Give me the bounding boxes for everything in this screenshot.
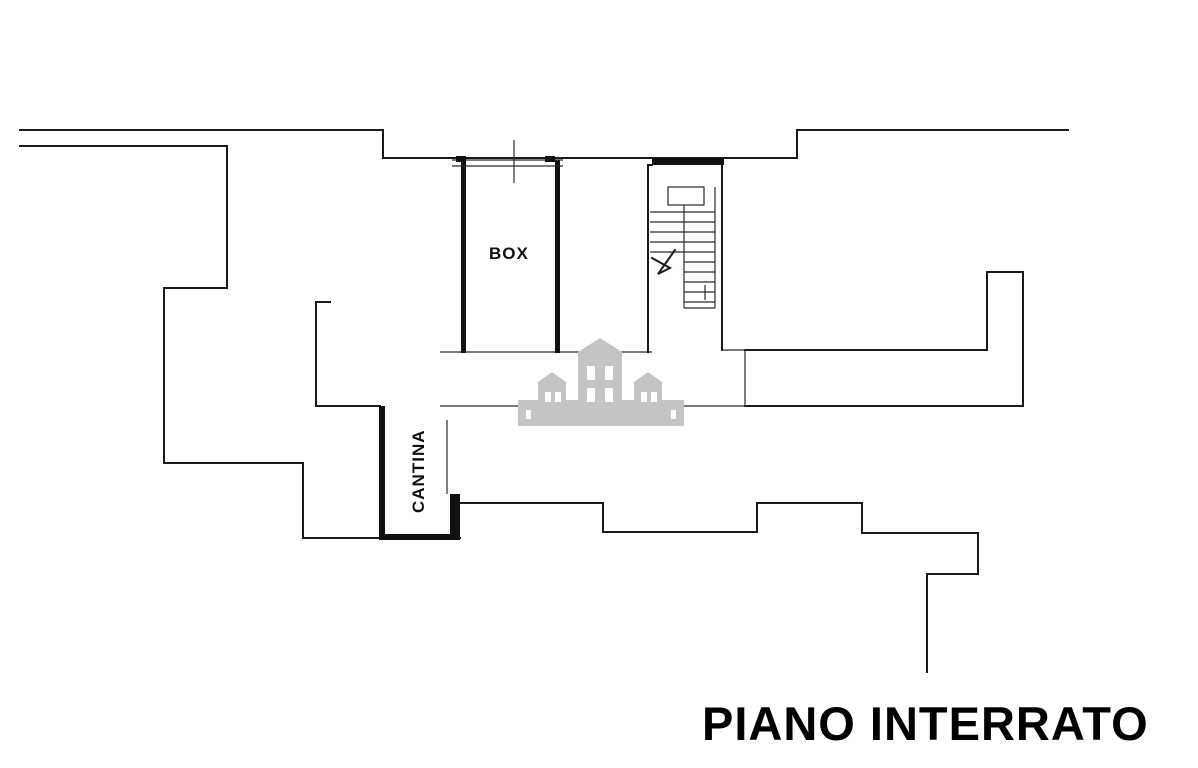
cantina-label: CANTINA xyxy=(409,430,428,514)
box-room: BOX xyxy=(452,140,563,353)
cantina-room: CANTINA xyxy=(379,406,460,540)
box-label: BOX xyxy=(489,244,529,263)
box-door-jamb-right xyxy=(545,156,555,162)
box-right-wall xyxy=(555,160,560,353)
left-stepped-wall xyxy=(19,145,461,539)
corridor-left-wall xyxy=(315,301,381,407)
cantina-right-wall-lower xyxy=(450,494,460,540)
cantina-bottom-wall xyxy=(379,534,460,540)
right-inner-wall xyxy=(744,271,988,351)
cantina-left-wall xyxy=(379,406,385,540)
stair-top-wall xyxy=(652,158,724,165)
right-partition-wall xyxy=(744,271,1024,407)
plan-title: PIANO INTERRATO xyxy=(702,697,1149,750)
box-door-jamb-left xyxy=(456,156,466,162)
watermark-logo xyxy=(518,338,684,426)
box-left-wall xyxy=(461,160,466,353)
outer-walls xyxy=(19,129,1069,673)
stair-core xyxy=(647,158,724,353)
stair-left-wall xyxy=(647,164,653,353)
bottom-stepped-wall xyxy=(457,502,979,673)
top-boundary-wall xyxy=(19,129,1069,159)
corridor xyxy=(315,301,746,407)
stair-treads xyxy=(650,186,716,309)
stair-direction-arrow xyxy=(650,248,677,275)
